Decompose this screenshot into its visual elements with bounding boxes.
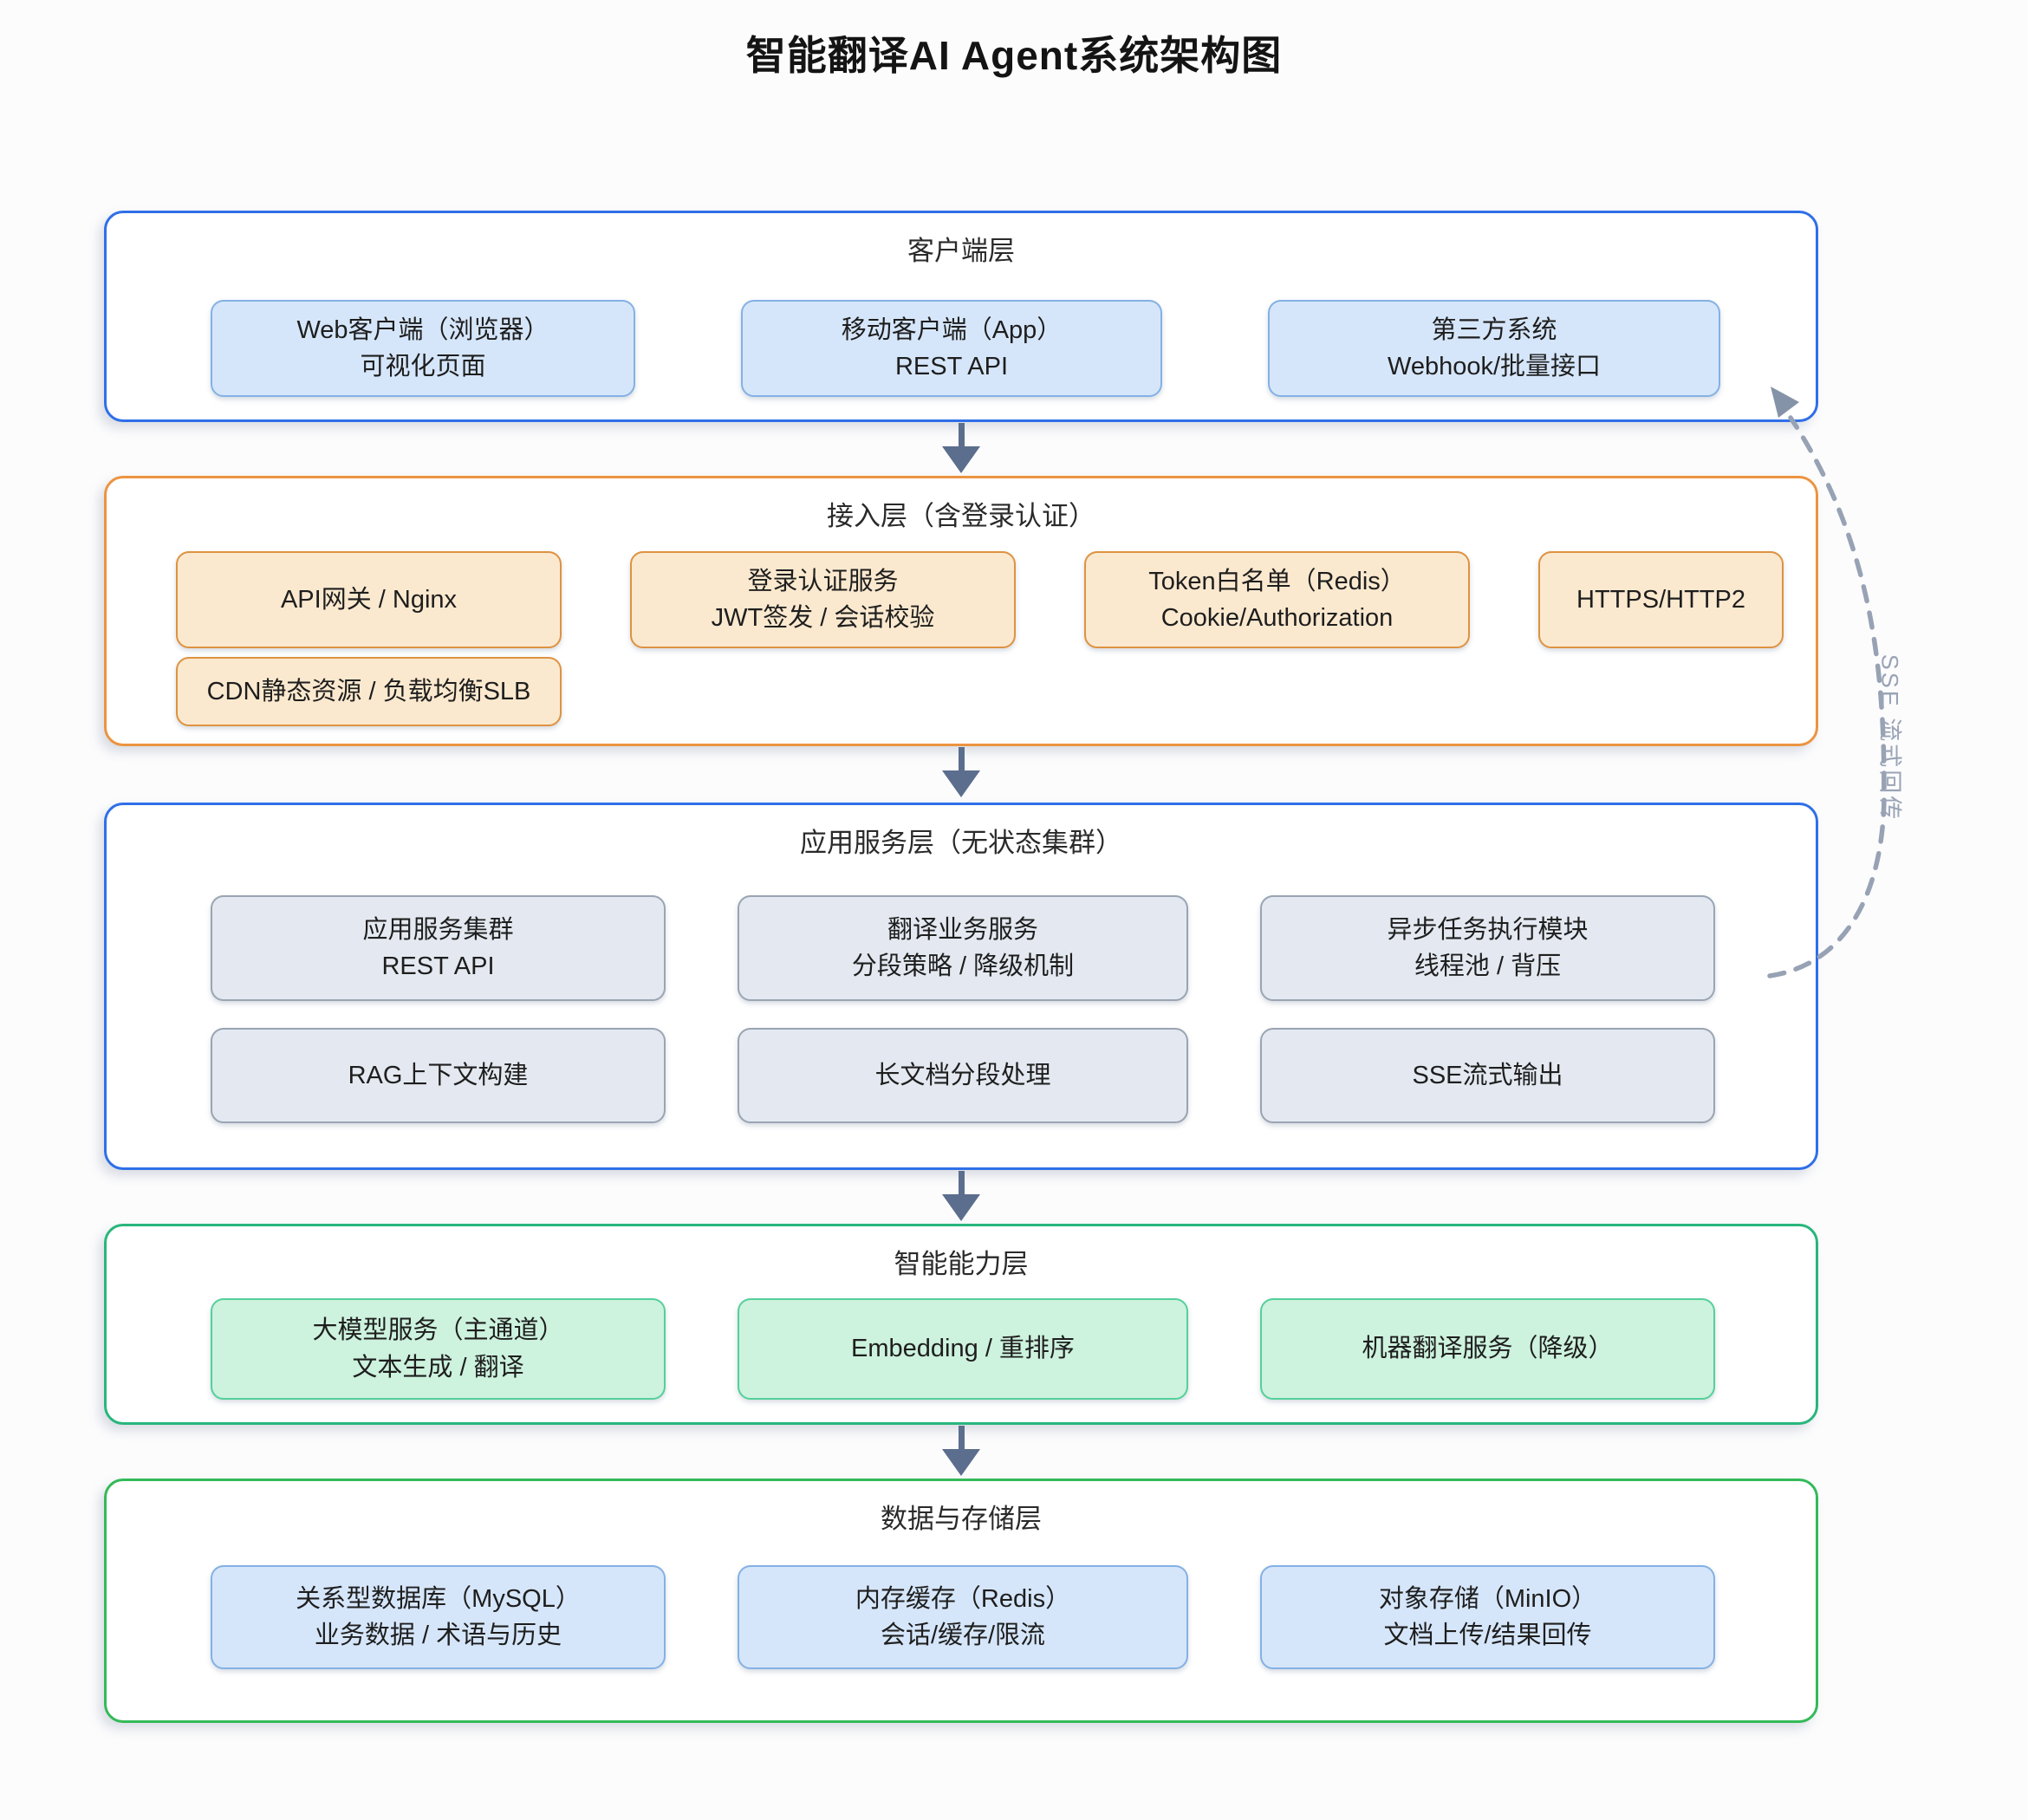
- node-mt-service: 机器翻译服务（降级）: [1260, 1298, 1715, 1400]
- node-api-gateway: API网关 / Nginx: [176, 551, 562, 648]
- node-token-whitelist: Token白名单（Redis） Cookie/Authorization: [1084, 551, 1470, 648]
- node-web-client: Web客户端（浏览器） 可视化页面: [211, 300, 635, 397]
- node-label: 登录认证服务: [747, 567, 899, 595]
- node-label: 翻译业务服务: [887, 915, 1038, 944]
- node-sublabel: JWT签发 / 会话校验: [711, 604, 935, 632]
- node-third-party: 第三方系统 Webhook/批量接口: [1268, 300, 1720, 397]
- node-auth-service: 登录认证服务 JWT签发 / 会话校验: [630, 551, 1016, 648]
- node-label: Embedding / 重排序: [851, 1335, 1075, 1363]
- layer-app-service: 应用服务层（无状态集群） 应用服务集群 REST API 翻译业务服务 分段策略…: [104, 803, 1818, 1170]
- node-label: Web客户端（浏览器）: [296, 315, 549, 344]
- node-label: 异步任务执行模块: [1387, 915, 1589, 944]
- node-mysql: 关系型数据库（MySQL） 业务数据 / 术语与历史: [211, 1565, 666, 1669]
- node-label: 长文档分段处理: [874, 1061, 1051, 1089]
- node-sublabel: REST API: [894, 353, 1009, 380]
- node-label: 对象存储（MinIO）: [1378, 1584, 1597, 1613]
- node-long-doc: 长文档分段处理: [738, 1028, 1188, 1123]
- layer-access-label: 接入层（含登录认证）: [827, 501, 1095, 531]
- node-sublabel: 会话/缓存/限流: [880, 1622, 1046, 1649]
- node-translate-service: 翻译业务服务 分段策略 / 降级机制: [738, 895, 1188, 1001]
- layer-ai-capability: 智能能力层 大模型服务（主通道） 文本生成 / 翻译 Embedding / 重…: [104, 1224, 1818, 1425]
- node-cdn-slb: CDN静态资源 / 负载均衡SLB: [176, 657, 562, 726]
- layer-ai-capability-label: 智能能力层: [894, 1249, 1029, 1279]
- layer-client: 客户端层 Web客户端（浏览器） 可视化页面 移动客户端（App） REST A…: [104, 211, 1818, 422]
- node-sublabel: Cookie/Authorization: [1160, 604, 1394, 632]
- node-label: HTTPS/HTTP2: [1576, 585, 1745, 614]
- node-label: Token白名单（Redis）: [1148, 567, 1406, 595]
- down-arrow-icon: [942, 747, 980, 797]
- down-arrow-icon: [942, 1426, 980, 1476]
- down-arrow-icon: [942, 423, 980, 473]
- node-sublabel: 分段策略 / 降级机制: [851, 952, 1075, 980]
- node-label: 内存缓存（Redis）: [855, 1584, 1071, 1613]
- layer-data-storage: 数据与存储层 关系型数据库（MySQL） 业务数据 / 术语与历史 内存缓存（R…: [104, 1479, 1818, 1723]
- node-sublabel: 业务数据 / 术语与历史: [314, 1622, 562, 1649]
- node-sublabel: 可视化页面: [360, 353, 486, 380]
- node-mobile-client: 移动客户端（App） REST API: [741, 300, 1162, 397]
- layer-app-service-label: 应用服务层（无状态集群）: [800, 828, 1122, 858]
- node-sublabel: REST API: [381, 952, 495, 980]
- node-redis: 内存缓存（Redis） 会话/缓存/限流: [738, 1565, 1188, 1669]
- node-llm-service: 大模型服务（主通道） 文本生成 / 翻译: [211, 1298, 666, 1400]
- node-embedding: Embedding / 重排序: [738, 1298, 1188, 1400]
- node-label: 应用服务集群: [362, 915, 514, 944]
- node-app-cluster: 应用服务集群 REST API: [211, 895, 666, 1001]
- node-label: API网关 / Nginx: [280, 585, 458, 614]
- page-title: 智能翻译AI Agent系统架构图: [745, 33, 1283, 78]
- node-label: 第三方系统: [1431, 315, 1557, 344]
- node-label: 机器翻译服务（降级）: [1362, 1335, 1614, 1363]
- node-sublabel: Webhook/批量接口: [1387, 353, 1602, 380]
- node-minio: 对象存储（MinIO） 文档上传/结果回传: [1260, 1565, 1715, 1669]
- node-label: 关系型数据库（MySQL）: [296, 1584, 581, 1613]
- node-sse-output: SSE流式输出: [1260, 1028, 1715, 1123]
- node-sublabel: 文档上传/结果回传: [1383, 1622, 1592, 1649]
- node-https: HTTPS/HTTP2: [1538, 551, 1784, 648]
- node-label: RAG上下文构建: [348, 1061, 529, 1089]
- node-label: SSE流式输出: [1412, 1061, 1563, 1089]
- node-sublabel: 文本生成 / 翻译: [352, 1353, 524, 1381]
- node-label: 大模型服务（主通道）: [312, 1316, 564, 1345]
- node-rag-context: RAG上下文构建: [211, 1028, 666, 1123]
- node-async-task: 异步任务执行模块 线程池 / 背压: [1260, 895, 1715, 1001]
- sse-arrow-label: SSE 流式回传: [1876, 653, 1903, 822]
- node-sublabel: 线程池 / 背压: [1414, 952, 1562, 980]
- down-arrow-icon: [942, 1171, 980, 1221]
- node-label: 移动客户端（App）: [841, 315, 1063, 344]
- node-label: CDN静态资源 / 负载均衡SLB: [206, 677, 531, 705]
- layer-access: 接入层（含登录认证） API网关 / Nginx 登录认证服务 JWT签发 / …: [104, 476, 1818, 746]
- layer-data-storage-label: 数据与存储层: [881, 1504, 1042, 1534]
- layer-client-label: 客户端层: [907, 236, 1015, 266]
